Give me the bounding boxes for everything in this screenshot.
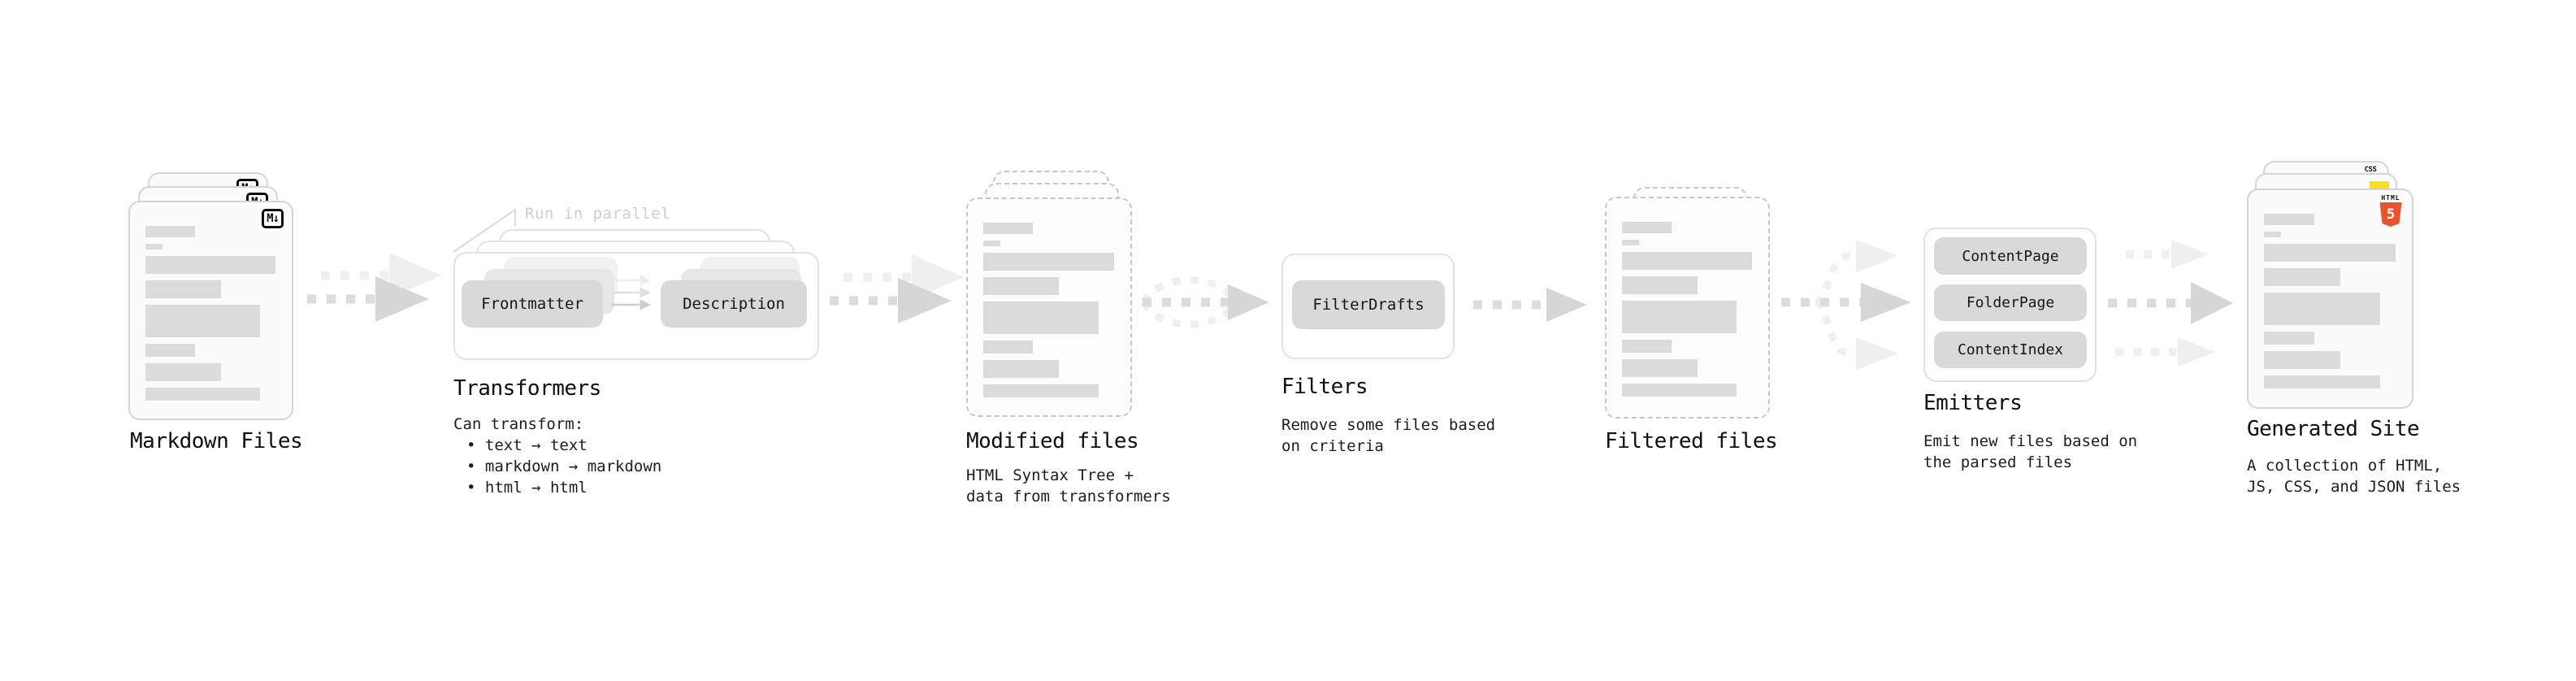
html5-icon: HTML 5 [2377,194,2405,227]
placeholder-bar [145,388,260,401]
doc-placeholder-lines [983,223,1114,397]
markdown-icon: M↓ [262,209,284,228]
placeholder-bar [145,363,221,381]
transformer-pill-description: Description [661,280,807,327]
flow-arrow-filters-to-filtered [1473,288,1587,322]
doc-placeholder-lines [1622,222,1752,397]
placeholder-bar [1622,240,1639,245]
generated-site-subtitle: A collection of HTML, JS, CSS, and JSON … [2247,457,2461,496]
emitter-pill-contentindex: ContentIndex [1934,332,2087,368]
placeholder-bar [983,384,1099,397]
stage-title-filtered-files: Filtered files [1605,429,1778,453]
stage-title-transformers: Transformers [453,376,601,401]
modified-file-card-front [966,197,1132,417]
modified-files-subtitle: HTML Syntax Tree + data from transformer… [966,466,1171,505]
placeholder-bar [1622,252,1752,270]
placeholder-bar [2264,332,2314,345]
placeholder-bar [2264,232,2282,237]
placeholder-bar [145,256,275,274]
stage-title-generated-site: Generated Site [2247,417,2420,441]
placeholder-bar [145,305,260,337]
placeholder-bar [983,223,1034,234]
flow-arrow-filtered-to-emitters [1781,240,1911,370]
transformer-step-arrows [611,275,652,310]
emitter-pill-contentpage: ContentPage [1934,237,2087,275]
placeholder-bar [983,253,1114,271]
placeholder-bar [2264,351,2340,369]
site-file-card-front: HTML 5 [2247,189,2413,409]
doc-placeholder-lines [145,226,275,401]
emitter-pill-folderpage: FolderPage [1934,284,2087,321]
js-icon [2370,181,2389,190]
placeholder-bar [145,244,163,249]
stage-title-filters: Filters [1281,375,1368,399]
transformers-note-heading: Can transform: [453,415,584,433]
flow-arrow-transformers-to-modified [830,254,964,323]
placeholder-bar [2264,214,2314,225]
placeholder-bar [1622,340,1672,353]
emitters-subtitle: Emit new files based on the parsed files [1923,432,2138,471]
placeholder-bar [145,344,195,357]
filtered-file-card-front [1605,197,1770,419]
placeholder-bar [2264,293,2380,325]
placeholder-bar [983,360,1060,378]
placeholder-bar [1622,222,1672,233]
placeholder-bar [983,277,1060,295]
markdown-file-card-front: M↓ [128,201,293,420]
filter-pill-filterdrafts: FilterDrafts [1292,280,1445,329]
placeholder-bar [2264,244,2396,262]
stage-title-emitters: Emitters [1923,391,2023,415]
placeholder-bar [2264,375,2380,388]
transformers-bullet: • markdown → markdown [466,458,662,475]
stage-title-modified-files: Modified files [966,429,1139,453]
transformer-pill-frontmatter: Frontmatter [462,280,603,327]
flow-arrow-modified-to-filters [1141,276,1269,328]
placeholder-bar [1622,359,1698,377]
flow-arrow-markdown-to-transformers [307,253,441,322]
filters-subtitle: Remove some files based on criteria [1281,416,1496,455]
placeholder-bar [2264,268,2340,286]
placeholder-bar [983,241,1000,246]
placeholder-bar [1622,276,1698,294]
flow-arrow-emitters-to-site [2108,240,2233,367]
callout-leader-line [453,208,516,253]
stage-title-markdown-files: Markdown Files [130,429,303,453]
doc-placeholder-lines [2264,214,2396,388]
placeholder-bar [145,226,195,237]
placeholder-bar [1622,384,1737,397]
placeholder-bar [983,301,1099,334]
transformers-bullet: • html → html [466,479,588,497]
transformers-bullet: • text → text [466,436,588,454]
run-in-parallel-label: Run in parallel [525,205,671,223]
placeholder-bar [983,340,1034,354]
placeholder-bar [145,280,221,298]
placeholder-bar [1622,301,1737,333]
